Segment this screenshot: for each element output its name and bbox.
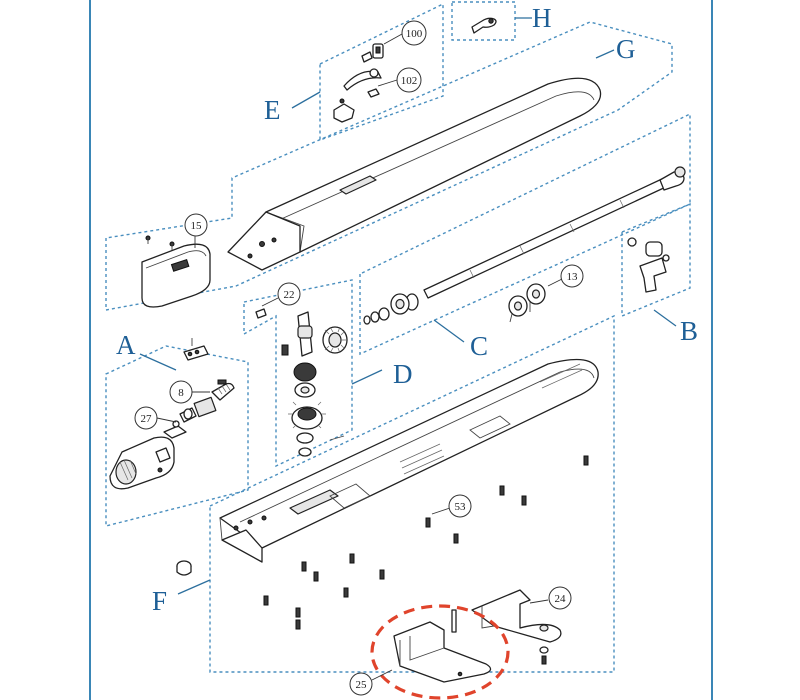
group-h-letter: H: [532, 3, 552, 33]
group-e: E 100 102: [264, 2, 444, 141]
motor: [109, 436, 175, 490]
group-a-outline: [105, 345, 249, 527]
part-102-label: 102: [401, 75, 418, 87]
part-13-callout: [560, 264, 584, 288]
gear-assembly: [255, 308, 348, 457]
part-27-callout: [134, 406, 158, 430]
part-53-label: 53: [455, 501, 467, 513]
group-h: H: [451, 1, 552, 41]
group-f-outline: [209, 314, 615, 673]
part-27-label: 27: [141, 413, 153, 425]
end-cap: [141, 235, 211, 308]
part-100-callout: [401, 20, 427, 46]
group-b-letter: B: [680, 316, 698, 346]
group-f-letter: F: [152, 586, 167, 616]
part-25-label: 25: [356, 679, 368, 691]
part-15-label: 15: [191, 220, 203, 232]
part-53-callout: [448, 494, 472, 518]
group-e-outline: [319, 2, 444, 141]
part-8-callout: [169, 380, 193, 404]
group-d-outline: [243, 279, 353, 468]
group-c: C 13: [359, 112, 691, 361]
part-22-callout: [277, 282, 301, 306]
mounting-screws: [263, 455, 589, 630]
group-h-outline: [451, 1, 516, 41]
diagram-frame: [89, 0, 713, 700]
bracket-screw-icon: [333, 43, 384, 123]
part-100-label: 100: [406, 28, 423, 40]
pinion: [211, 379, 235, 401]
group-g: G 15: [105, 21, 673, 311]
bushing-icon: [176, 560, 192, 576]
part-15-callout: [184, 213, 208, 237]
group-a: A 8 27: [105, 330, 249, 527]
brush-holder: [163, 396, 217, 439]
part-22-label: 22: [284, 289, 295, 301]
nut-pair: [508, 283, 546, 323]
group-b: B: [621, 202, 698, 346]
group-c-letter: C: [470, 331, 488, 361]
release-key-icon: [471, 17, 497, 34]
group-d-letter: D: [393, 359, 413, 389]
group-b-outline: [621, 202, 691, 318]
group-d: D 22: [243, 279, 413, 468]
release-lever: [627, 237, 670, 293]
group-g-letter: G: [616, 34, 636, 64]
part-13-label: 13: [567, 271, 579, 283]
part-8-label: 8: [178, 387, 184, 399]
highlight-circle: [370, 604, 510, 700]
terminal-block: [183, 338, 209, 361]
cover-housing: [227, 77, 602, 271]
part-102-callout: [396, 67, 422, 93]
part-25-callout: [349, 672, 373, 696]
front-bracket: [393, 621, 492, 683]
group-c-outline: [359, 112, 691, 356]
part-24-label: 24: [555, 593, 567, 605]
part-24-callout: [548, 586, 572, 610]
worm-shaft: [423, 166, 686, 299]
group-f: F: [152, 314, 615, 673]
bearing-set: [363, 293, 419, 325]
actuator-body: [219, 358, 599, 563]
group-a-letter: A: [116, 330, 136, 360]
rear-bracket: [451, 589, 562, 665]
group-e-letter: E: [264, 95, 281, 125]
